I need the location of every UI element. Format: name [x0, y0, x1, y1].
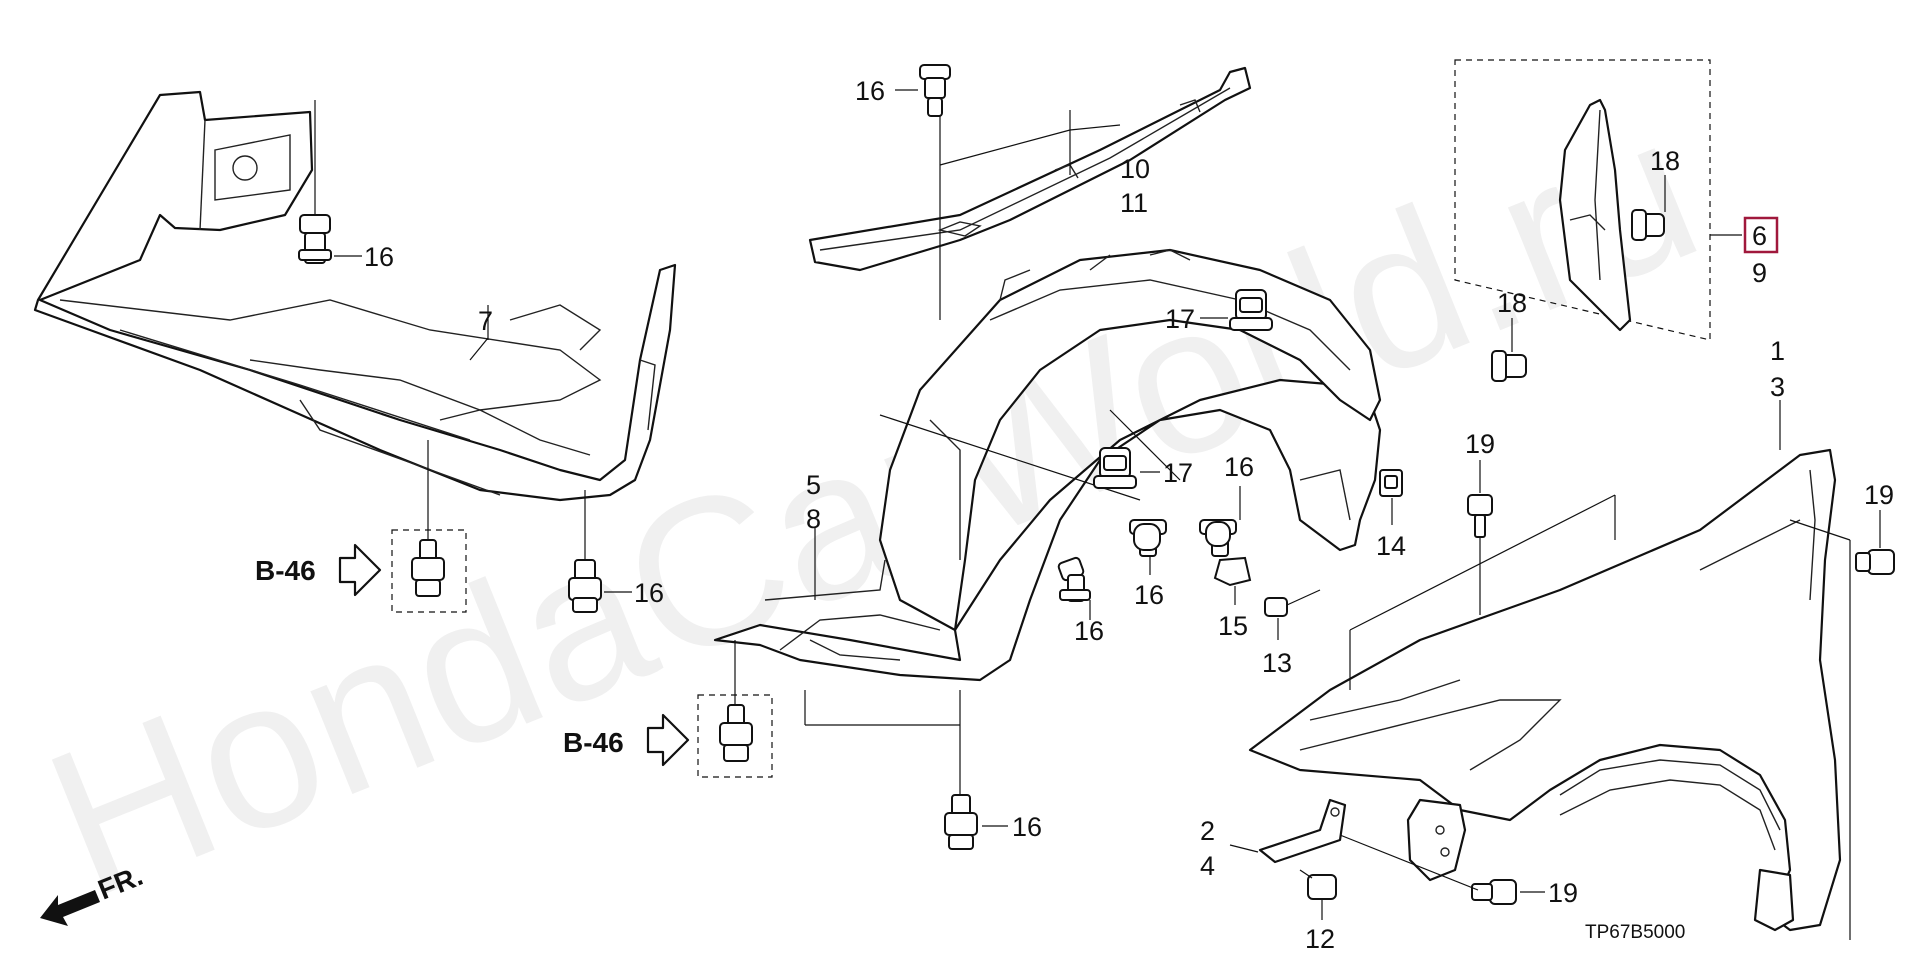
label-17: 17 — [1163, 458, 1193, 488]
label-19: 19 — [1864, 480, 1894, 510]
label-9: 9 — [1752, 258, 1767, 288]
clip-16-left-bottom[interactable] — [568, 490, 602, 613]
label-16: 16 — [364, 242, 394, 272]
clip-16-liner-c[interactable] — [1199, 519, 1237, 557]
label-18: 18 — [1650, 146, 1680, 176]
ref-arrow-left — [338, 543, 382, 597]
clip-16-left-dashed[interactable] — [411, 539, 445, 597]
bolt-19-b[interactable] — [1855, 549, 1895, 575]
label-15: 15 — [1218, 611, 1248, 641]
bracket-part-6-9[interactable] — [1558, 98, 1632, 332]
clip-17-b[interactable] — [1229, 289, 1273, 331]
clip-17-a[interactable] — [1093, 447, 1137, 489]
label-10: 10 — [1120, 154, 1150, 184]
label-1: 1 — [1770, 336, 1785, 366]
label-3: 3 — [1770, 372, 1785, 402]
label-19: 19 — [1548, 878, 1578, 908]
clip-16-top-left[interactable] — [298, 100, 332, 264]
clip-16-center-dashed[interactable] — [719, 704, 753, 762]
bolt-19-c[interactable] — [1471, 879, 1517, 905]
clip-16-liner-b[interactable] — [1129, 519, 1167, 557]
label-5: 5 — [806, 470, 821, 500]
brace-part-10-11[interactable] — [808, 66, 1252, 272]
label-4: 4 — [1200, 851, 1215, 881]
clip-15[interactable] — [1213, 556, 1252, 587]
under-cover-part[interactable] — [33, 90, 677, 502]
dashed-box-6-9 — [1454, 59, 1711, 341]
label-19: 19 — [1465, 429, 1495, 459]
label-18: 18 — [1497, 288, 1527, 318]
diagram-code: TP67B5000 — [1585, 922, 1685, 943]
highlight-box-6 — [1743, 216, 1779, 254]
label-12: 12 — [1305, 924, 1335, 954]
label-2: 2 — [1200, 816, 1215, 846]
bolt-19-a[interactable] — [1467, 494, 1493, 538]
fender-liner-part[interactable] — [713, 248, 1382, 682]
clip-16-liner-a[interactable] — [1057, 556, 1091, 602]
label-17: 17 — [1165, 304, 1195, 334]
bolt-12[interactable] — [1299, 869, 1337, 900]
reference-b46-center[interactable]: B-46 — [563, 727, 624, 758]
label-14: 14 — [1376, 531, 1406, 561]
clip-16-center-bottom[interactable] — [944, 794, 978, 850]
dashed-clip-box-left — [391, 529, 467, 613]
label-13: 13 — [1262, 648, 1292, 678]
label-6[interactable]: 6 — [1752, 221, 1767, 251]
clip-16-top-center[interactable] — [919, 64, 951, 117]
bracket-part-2-4[interactable] — [1258, 798, 1347, 864]
clip-18-a[interactable] — [1631, 209, 1665, 241]
label-16: 16 — [1134, 580, 1164, 610]
ref-arrow-center — [646, 713, 690, 767]
label-7: 7 — [478, 306, 493, 336]
label-16: 16 — [634, 578, 664, 608]
label-16: 16 — [1074, 616, 1104, 646]
label-16: 16 — [1224, 452, 1254, 482]
label-8: 8 — [806, 504, 821, 534]
label-16: 16 — [855, 76, 885, 106]
label-16: 16 — [1012, 812, 1042, 842]
clip-18-b[interactable] — [1491, 350, 1527, 382]
front-fender-part[interactable] — [1248, 448, 1842, 932]
bolt-13[interactable] — [1264, 589, 1321, 617]
front-direction-arrow — [40, 890, 100, 926]
clip-14[interactable] — [1379, 469, 1403, 497]
label-11: 11 — [1120, 188, 1148, 218]
reference-b46-left[interactable]: B-46 — [255, 555, 316, 586]
